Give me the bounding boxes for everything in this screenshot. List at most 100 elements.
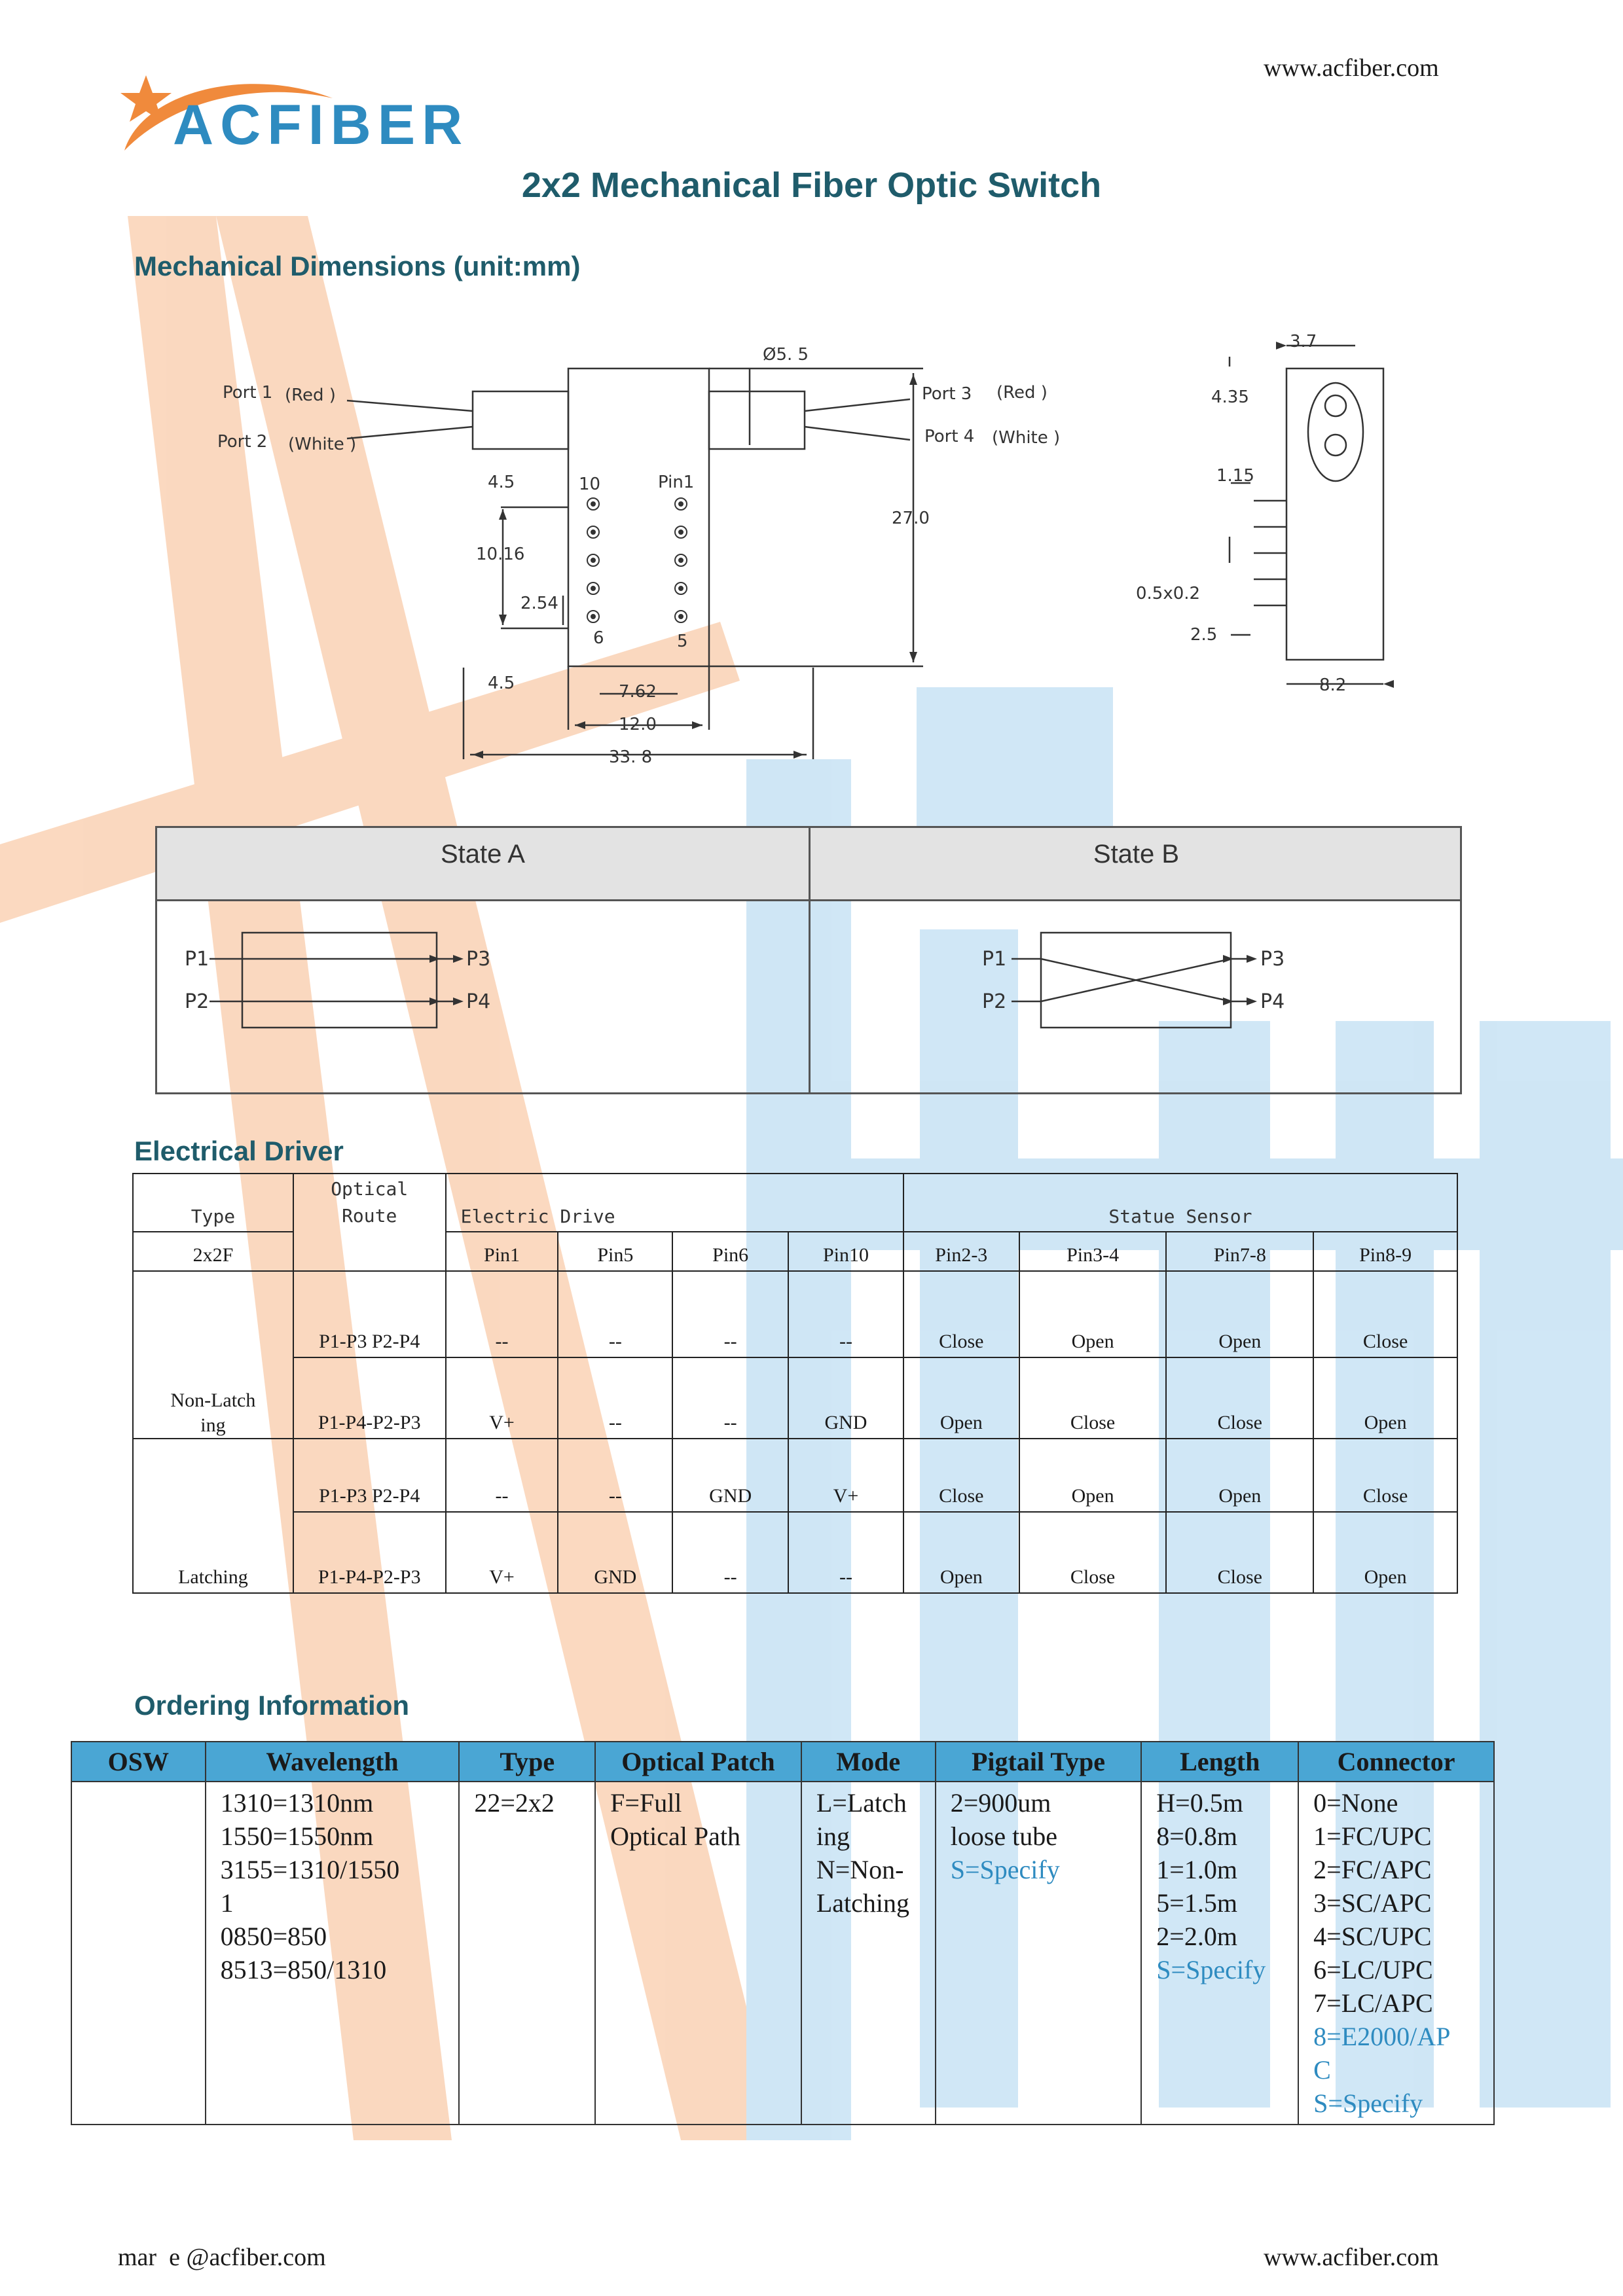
- table-cell: --: [788, 1511, 904, 1594]
- route-cell: P1-P3 P2-P4: [292, 1438, 447, 1513]
- footer-email[interactable]: mar e @acfiber.com: [118, 2244, 326, 2271]
- length-option: 8=0.8m: [1156, 1821, 1237, 1851]
- header-website[interactable]: www.acfiber.com: [1264, 54, 1439, 82]
- dim-0-5x0-2: 0.5x0.2: [1136, 584, 1200, 603]
- length-cell: H=0.5m 8=0.8m 1=1.0m 5=1.5m 2=2.0m S=Spe…: [1140, 1781, 1300, 2125]
- ordering-section-title: Ordering Information: [134, 1690, 409, 1721]
- ordering-header: OSW: [71, 1741, 206, 1782]
- dim-4-35: 4.35: [1211, 387, 1249, 407]
- dim-4-5-top: 4.5: [488, 473, 515, 492]
- table-cell: --: [557, 1270, 674, 1358]
- dim-pin10: 10: [579, 475, 600, 494]
- wavelength-option: 8513=850/1310: [220, 1955, 387, 1984]
- header-electric-drive: Electric Drive: [445, 1173, 904, 1232]
- table-cell: Open: [1018, 1270, 1167, 1358]
- state-diagrams-svg: P1 P2 P3 P4 P1 P2 P3 P4: [185, 931, 1285, 1029]
- pin-header: Pin1: [445, 1231, 559, 1272]
- ordering-header: Mode: [800, 1741, 936, 1782]
- table-cell: --: [672, 1270, 790, 1358]
- table-cell: GND: [557, 1511, 674, 1594]
- state-b-p3: P3: [1260, 948, 1285, 971]
- dim-2-5: 2.5: [1190, 625, 1217, 645]
- ordering-header: Type: [458, 1741, 596, 1782]
- footer-website[interactable]: www.acfiber.com: [1264, 2244, 1439, 2271]
- port4-color: (White ): [992, 428, 1060, 448]
- dim-4-5-bottom: 4.5: [488, 673, 515, 693]
- state-diagram-box: State A State B: [155, 826, 1462, 1094]
- pigtail-cell: 2=900um loose tube S=Specify: [934, 1781, 1142, 2125]
- logo-text: ACFIBER: [173, 94, 469, 156]
- pin-header: Pin8-9: [1313, 1231, 1458, 1272]
- dim-27-0: 27.0: [892, 509, 930, 528]
- electrical-driver-table: Type Optical Route Electric Drive Statue…: [132, 1173, 1459, 1594]
- table-cell: --: [788, 1270, 904, 1358]
- table-cell: Close: [902, 1270, 1020, 1358]
- table-cell: --: [672, 1357, 790, 1439]
- group-non-latching: Non-Latching: [132, 1270, 294, 1439]
- state-divider: [809, 828, 811, 1092]
- table-cell: V+: [788, 1438, 904, 1513]
- table-cell: GND: [788, 1357, 904, 1439]
- port3-color: (Red ): [996, 383, 1048, 403]
- pin-header: Pin10: [788, 1231, 904, 1272]
- header-statue-sensor: Statue Sensor: [902, 1173, 1459, 1232]
- route-cell: P1-P3 P2-P4: [292, 1270, 447, 1358]
- osw-cell: [71, 1781, 206, 2125]
- ordering-table: OSW Wavelength Type Optical Patch Mode P…: [71, 1741, 1495, 2125]
- connector-option: 4=SC/UPC: [1313, 1922, 1432, 1951]
- pigtail-specify: S=Specify: [950, 1855, 1060, 1884]
- type-option: 22=2x2: [474, 1788, 555, 1818]
- table-cell: Open: [1165, 1438, 1315, 1513]
- pin-header: Pin6: [672, 1231, 790, 1272]
- port4-label: Port 4: [924, 427, 974, 446]
- table-cell: Open: [1313, 1357, 1458, 1439]
- table-cell: V+: [445, 1357, 559, 1439]
- dim-7-62: 7.62: [619, 682, 657, 702]
- page-title: 2x2 Mechanical Fiber Optic Switch: [521, 166, 1102, 205]
- route-cell: P1-P4-P2-P3: [292, 1511, 447, 1594]
- table-cell: Open: [1018, 1438, 1167, 1513]
- table-cell: Close: [1165, 1511, 1315, 1594]
- table-cell: Close: [902, 1438, 1020, 1513]
- logo: ACFIBER: [117, 52, 470, 157]
- port1-label: Port 1: [223, 383, 272, 403]
- wavelength-option: 0850=850: [220, 1922, 327, 1951]
- dim-12-0: 12.0: [619, 715, 657, 734]
- ordering-header: Length: [1140, 1741, 1300, 1782]
- dim-3-7: 3.7: [1290, 332, 1317, 351]
- table-cell: Close: [1313, 1438, 1458, 1513]
- table-cell: Close: [1313, 1270, 1458, 1358]
- length-specify: S=Specify: [1156, 1955, 1266, 1984]
- connector-option: 6=LC/UPC: [1313, 1955, 1433, 1984]
- connector-option-blue: C: [1313, 2055, 1331, 2085]
- ordering-header: Connector: [1298, 1741, 1495, 1782]
- type-name: 2x2F: [132, 1231, 294, 1272]
- table-cell: GND: [672, 1438, 790, 1513]
- dim-2-54: 2.54: [520, 594, 558, 613]
- header-optical-route: Optical Route: [292, 1173, 447, 1272]
- port3-label: Port 3: [922, 384, 972, 404]
- wavelength-option: 1550=1550nm: [220, 1821, 374, 1851]
- state-a-p1: P1: [185, 948, 209, 971]
- mechanical-section-title: Mechanical Dimensions (unit:mm): [134, 251, 581, 281]
- connector-specify: S=Specify: [1313, 2089, 1423, 2118]
- dim-10-16: 10.16: [476, 545, 524, 564]
- table-cell: --: [557, 1438, 674, 1513]
- state-b-title: State B: [1093, 840, 1180, 869]
- mode-option: ing: [816, 1821, 850, 1851]
- patch-cell: F=Full Optical Path: [594, 1781, 802, 2125]
- state-b-p1: P1: [982, 948, 1006, 971]
- length-option: 1=1.0m: [1156, 1855, 1237, 1884]
- pin-header: Pin3-4: [1018, 1231, 1167, 1272]
- route-cell: P1-P4-P2-P3: [292, 1357, 447, 1439]
- table-cell: --: [445, 1270, 559, 1358]
- connector-option: 0=None: [1313, 1788, 1398, 1818]
- table-cell: Close: [1165, 1357, 1315, 1439]
- pigtail-option: loose tube: [950, 1821, 1058, 1851]
- table-cell: --: [672, 1511, 790, 1594]
- dim-pin5: 5: [677, 632, 688, 651]
- length-option: 5=1.5m: [1156, 1888, 1237, 1918]
- dim-1-15: 1.15: [1216, 466, 1254, 486]
- port1-color: (Red ): [285, 386, 336, 405]
- table-cell: Open: [902, 1511, 1020, 1594]
